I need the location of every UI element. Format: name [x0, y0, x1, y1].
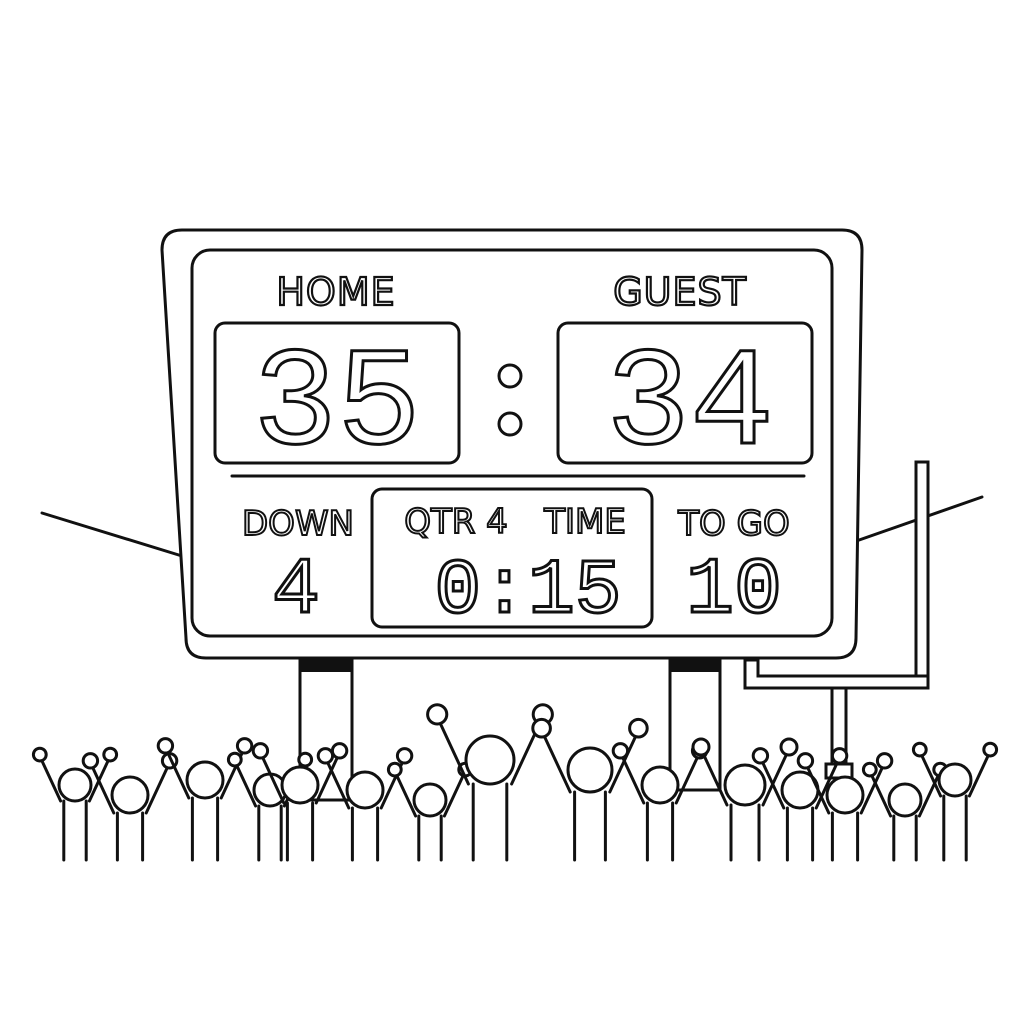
- down-label: DOWN: [242, 504, 354, 544]
- crowd-person: [31, 746, 119, 862]
- crowd-person: [531, 717, 649, 862]
- crowd-person: [751, 747, 849, 862]
- right-wire: [840, 495, 984, 548]
- to-go-value: 10: [686, 546, 782, 637]
- colon-dot: [497, 363, 523, 389]
- crowd-person: [81, 752, 179, 862]
- crowd-person: [386, 761, 474, 862]
- home-score: 35: [253, 327, 421, 486]
- to-go-label: TO GO: [677, 504, 789, 544]
- crowd: [31, 703, 999, 862]
- down-value: 4: [272, 546, 320, 637]
- crowd-person: [796, 752, 894, 862]
- support-posts: [298, 658, 722, 802]
- time-value: 0:15: [434, 548, 621, 636]
- crowd-person: [426, 703, 554, 862]
- guest-label: GUEST: [613, 270, 747, 314]
- quarter-label: QTR 4: [404, 502, 508, 542]
- crowd-person: [911, 741, 999, 862]
- crowd-person: [251, 742, 349, 862]
- home-label: HOME: [276, 270, 395, 314]
- home-score-box: [213, 321, 461, 465]
- crowd-person: [156, 737, 254, 862]
- colon-dot: [497, 411, 523, 437]
- crowd-person: [691, 737, 799, 862]
- crowd-person: [611, 742, 709, 862]
- left-wire: [40, 511, 184, 558]
- guest-score-box: [556, 321, 814, 465]
- crowd-person: [861, 761, 949, 862]
- guest-score: 34: [606, 327, 774, 486]
- clock-box: [370, 487, 654, 629]
- time-label: TIME: [543, 502, 626, 542]
- crowd-person: [226, 751, 314, 862]
